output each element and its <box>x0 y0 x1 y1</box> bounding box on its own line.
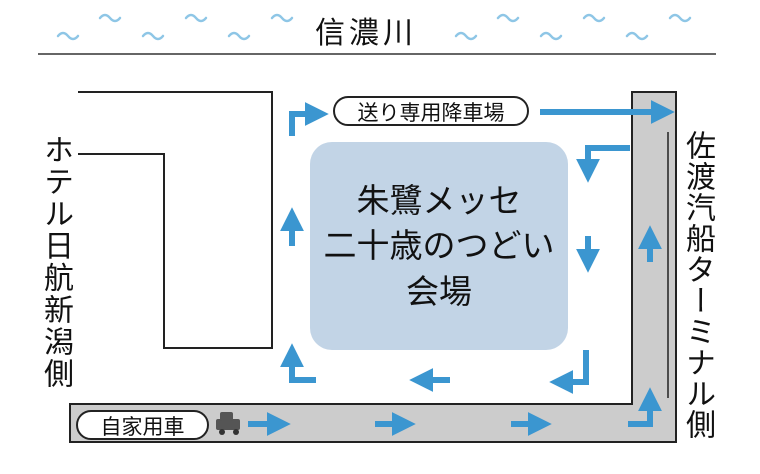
hotel-building-outline <box>78 91 273 349</box>
arrow-icon <box>248 100 675 436</box>
venue-block: 朱鷺メッセ 二十歳のつどい 会場 <box>310 142 568 350</box>
road <box>69 91 677 443</box>
private-car-label: 自家用車 <box>76 410 209 440</box>
venue-name: 朱鷺メッセ <box>356 180 522 220</box>
hotel-side-label: ホテル日航新潟側 <box>38 134 73 390</box>
event-name: 二十歳のつどい <box>323 226 555 266</box>
venue-suffix: 会場 <box>406 271 472 311</box>
car-icon <box>216 412 240 435</box>
ferry-terminal-side-label: 佐渡汽船ターミナル側 <box>680 130 715 440</box>
river-label: 信濃川 <box>315 16 417 51</box>
dropoff-area-label: 送り専用降車場 <box>333 96 529 126</box>
